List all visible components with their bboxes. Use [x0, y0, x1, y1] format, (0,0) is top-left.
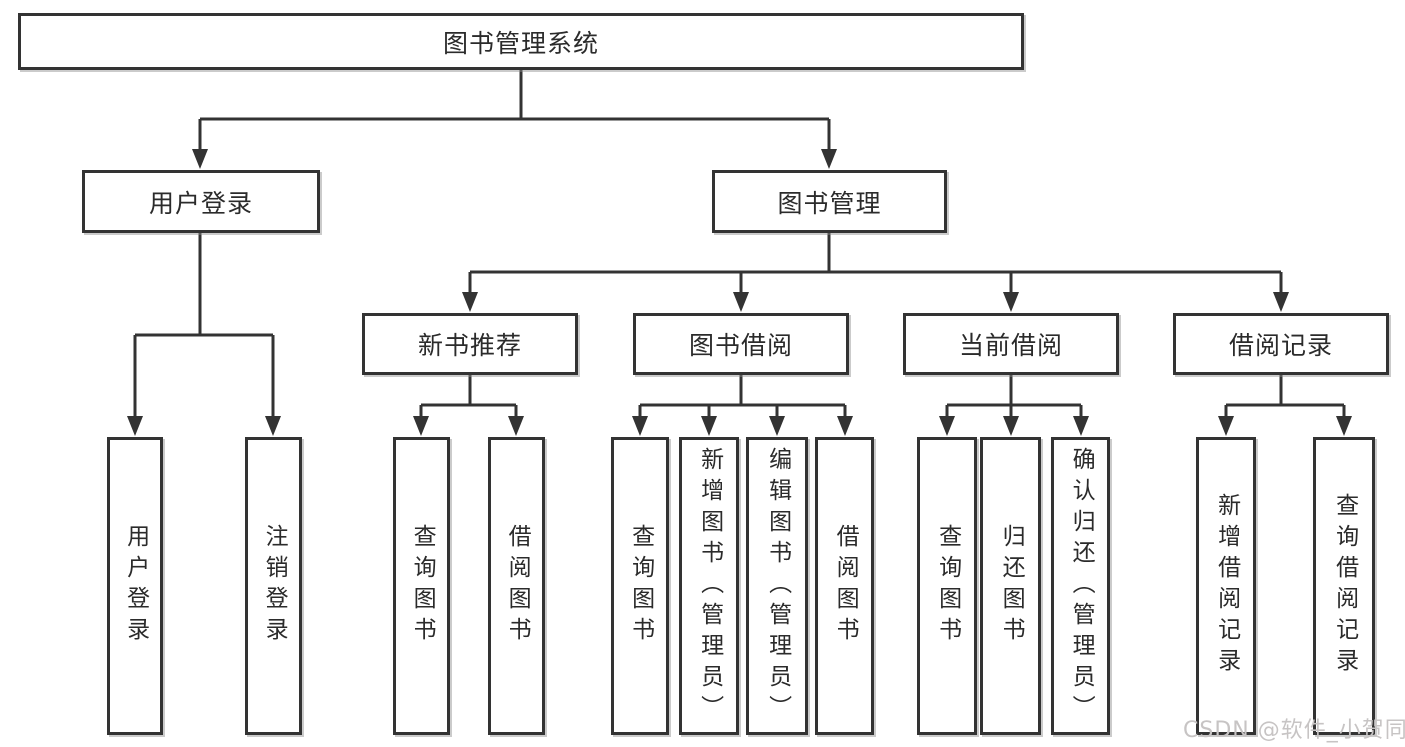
node-library-system: 图书管理系统 — [18, 13, 1024, 70]
watermark-text: CSDN @软件_小贺同学 — [1183, 718, 1405, 743]
node-book-borrowing: 图书借阅 — [633, 313, 849, 375]
node-label: 查询图书 — [934, 524, 961, 648]
node-new-book-recommendation: 新书推荐 — [362, 313, 578, 375]
leaf-query-borrow-record: 查询借阅记录 — [1313, 437, 1375, 735]
node-label: 图书管理 — [777, 188, 882, 218]
leaf-query-books-current: 查询图书 — [917, 437, 977, 735]
node-label: 新增图书（管理员） — [696, 446, 723, 726]
leaf-logout: 注销登录 — [245, 437, 302, 735]
leaf-add-borrow-record: 新增借阅记录 — [1196, 437, 1256, 735]
node-label: 查询图书 — [409, 524, 436, 648]
node-label: 当前借阅 — [958, 331, 1063, 360]
leaf-confirm-return-admin: 确认归还（管理员） — [1051, 437, 1110, 735]
node-label: 用户登录 — [148, 188, 253, 218]
node-label: 图书管理系统 — [442, 28, 599, 58]
leaf-user-login: 用户登录 — [107, 437, 163, 735]
leaf-query-books-recommend: 查询图书 — [393, 437, 450, 735]
leaf-edit-books-admin: 编辑图书（管理员） — [746, 437, 808, 735]
node-label: 图书借阅 — [688, 331, 793, 360]
node-label: 查询图书 — [627, 524, 654, 648]
node-label: 归还图书 — [998, 524, 1025, 648]
node-label: 新书推荐 — [417, 331, 522, 360]
node-user-login: 用户登录 — [82, 170, 320, 233]
node-label: 借阅图书 — [504, 524, 531, 648]
node-label: 新增借阅记录 — [1213, 493, 1240, 679]
node-current-borrowing: 当前借阅 — [903, 313, 1119, 375]
node-label: 注销登录 — [261, 524, 288, 648]
node-label: 借阅记录 — [1228, 331, 1333, 360]
leaf-borrow-books-borrowing: 借阅图书 — [815, 437, 874, 735]
leaf-return-books: 归还图书 — [980, 437, 1041, 735]
node-book-management: 图书管理 — [712, 170, 947, 233]
node-label: 查询借阅记录 — [1331, 493, 1358, 679]
node-label: 用户登录 — [122, 524, 149, 648]
node-borrowing-records: 借阅记录 — [1173, 313, 1389, 375]
node-label: 确认归还（管理员） — [1068, 446, 1095, 726]
node-label: 编辑图书（管理员） — [764, 446, 791, 726]
leaf-query-books-borrowing: 查询图书 — [611, 437, 669, 735]
leaf-add-books-admin: 新增图书（管理员） — [679, 437, 739, 735]
leaf-borrow-books-recommend: 借阅图书 — [488, 437, 545, 735]
node-label: 借阅图书 — [832, 524, 859, 648]
